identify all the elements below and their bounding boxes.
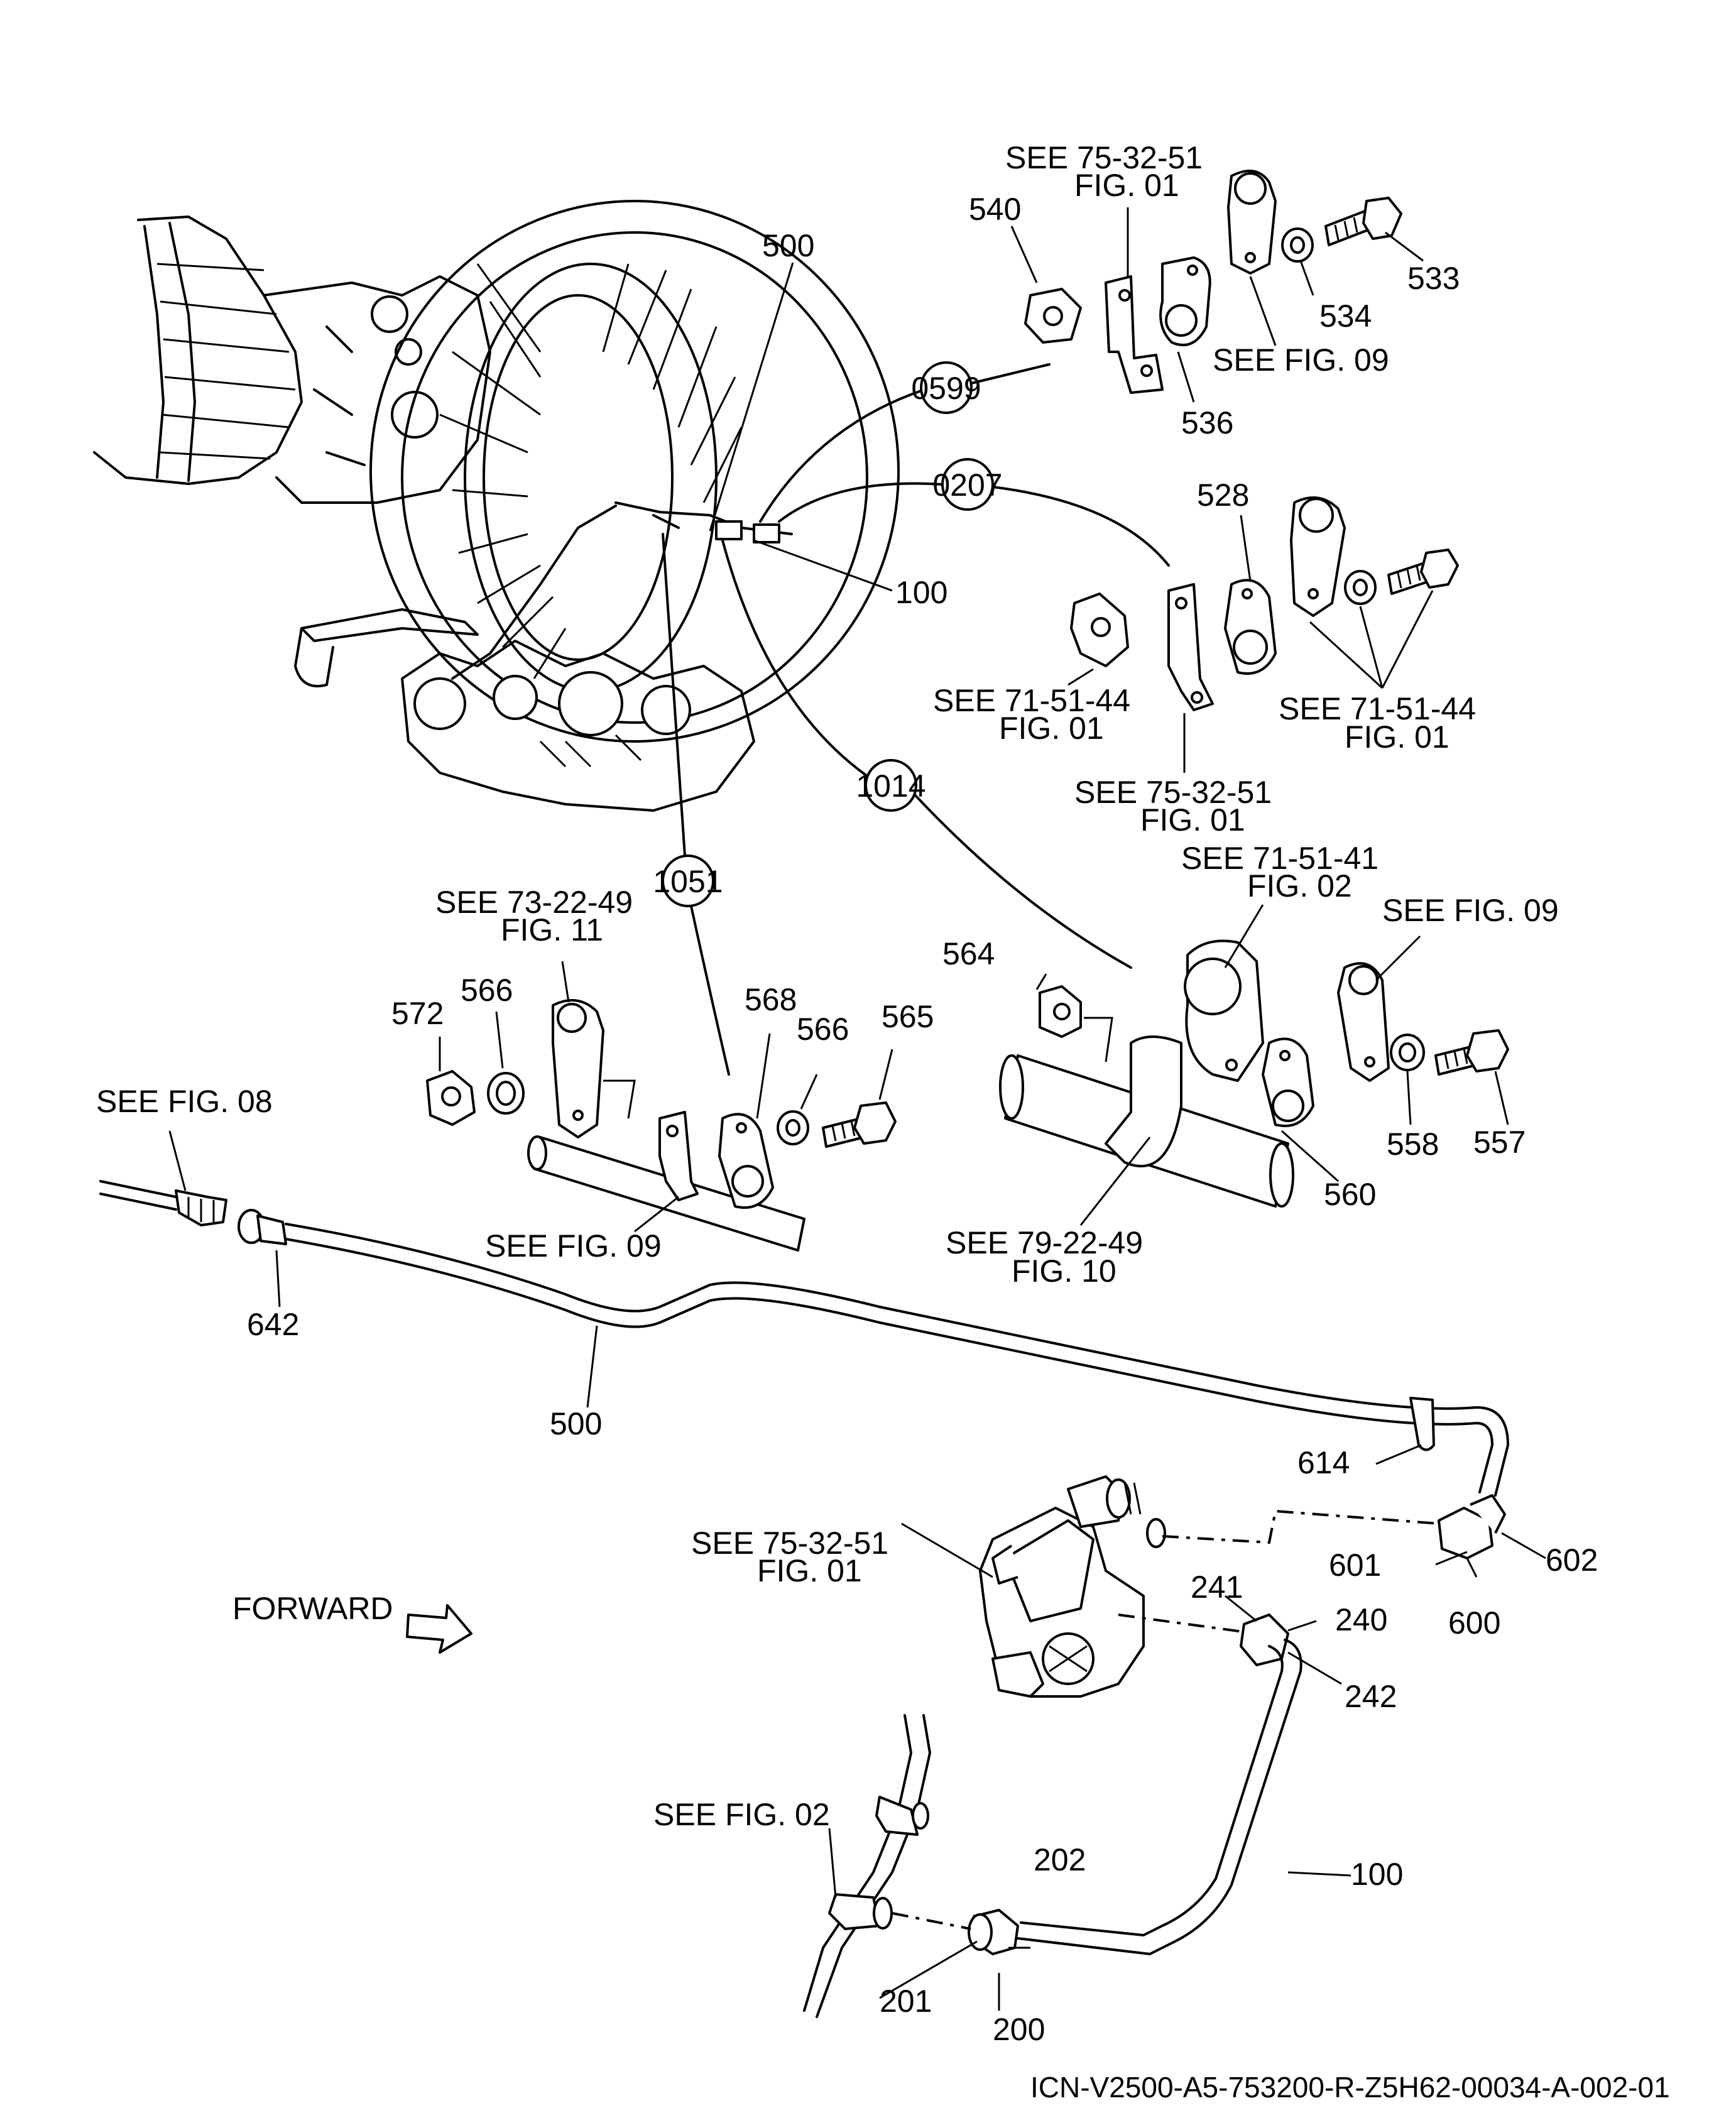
part-100-top: 100 xyxy=(895,575,947,610)
ref-79-22-49-l1: SEE 79-22-49 xyxy=(946,1225,1143,1260)
part-601: 601 xyxy=(1329,1548,1381,1583)
ref-71-51-44-b-l1: SEE 71-51-44 xyxy=(1279,691,1476,726)
fuel-line-tee xyxy=(803,1714,931,2018)
cluster-a xyxy=(1024,170,1402,394)
icn-code: ICN-V2500-A5-753200-R-Z5H62-00034-A-002-… xyxy=(1030,2071,1670,2104)
cluster-d xyxy=(999,939,1509,1208)
part-566-a: 566 xyxy=(461,973,513,1008)
part-528: 528 xyxy=(1197,478,1249,513)
ref-73-22-49-l2: FIG. 11 xyxy=(501,912,603,947)
ref-fig09-c: SEE FIG. 09 xyxy=(485,1228,662,1264)
svg-text:0207: 0207 xyxy=(932,467,1002,503)
part-560: 560 xyxy=(1324,1177,1376,1212)
ref-71-51-44-a-l1: SEE 71-51-44 xyxy=(933,683,1130,718)
callout-1014: 1014 xyxy=(856,759,926,812)
part-536: 536 xyxy=(1181,405,1233,440)
callout-1051: 1051 xyxy=(653,854,723,907)
ref-75-32-51-b-l1: SEE 75-32-51 xyxy=(1074,775,1272,810)
valve-assembly xyxy=(979,1475,1166,1698)
ref-73-22-49-l1: SEE 73-22-49 xyxy=(435,885,633,920)
part-572: 572 xyxy=(391,996,444,1031)
part-540: 540 xyxy=(969,192,1021,227)
part-202: 202 xyxy=(1034,1842,1086,1877)
part-558: 558 xyxy=(1387,1127,1439,1162)
part-565: 565 xyxy=(882,999,934,1034)
leader-0599 xyxy=(759,390,922,523)
ref-75-32-51-a-l1: SEE 75-32-51 xyxy=(1005,140,1203,175)
part-564: 564 xyxy=(942,936,995,971)
ref-75-32-51-c-l2: FIG. 01 xyxy=(757,1553,862,1588)
ref-71-51-41-l2: FIG. 02 xyxy=(1247,868,1352,904)
part-201: 201 xyxy=(880,1984,932,2019)
ref-75-32-51-b-l2: FIG. 01 xyxy=(1140,802,1245,838)
ref-71-51-44-a-l2: FIG. 01 xyxy=(999,711,1104,746)
part-557: 557 xyxy=(1473,1125,1526,1160)
forward-label: FORWARD xyxy=(232,1591,393,1626)
part-600: 600 xyxy=(1448,1605,1500,1641)
part-500-top: 500 xyxy=(762,228,814,263)
part-100-bottom: 100 xyxy=(1351,1857,1403,1892)
part-240: 240 xyxy=(1335,1602,1387,1637)
part-242: 242 xyxy=(1345,1679,1397,1714)
ref-fig09-b: SEE FIG. 09 xyxy=(1382,893,1559,928)
cluster-b xyxy=(1070,496,1459,711)
part-533: 533 xyxy=(1407,261,1460,296)
part-500-bottom: 500 xyxy=(550,1406,602,1441)
part-200: 200 xyxy=(993,2012,1045,2047)
forward-arrow-icon xyxy=(406,1604,472,1654)
ref-75-32-51-a-l2: FIG. 01 xyxy=(1074,168,1179,203)
cluster-c xyxy=(426,999,897,1252)
ref-fig02: SEE FIG. 02 xyxy=(653,1797,830,1832)
ref-79-22-49-l2: FIG. 10 xyxy=(1012,1253,1116,1289)
engine-illustration xyxy=(93,200,900,812)
part-241: 241 xyxy=(1191,1570,1243,1605)
ref-71-51-44-b-l2: FIG. 01 xyxy=(1345,719,1449,755)
part-642: 642 xyxy=(247,1307,299,1342)
callout-0599: 0599 xyxy=(911,361,981,414)
part-568: 568 xyxy=(745,982,797,1017)
svg-text:1051: 1051 xyxy=(653,864,723,899)
part-602: 602 xyxy=(1546,1542,1598,1578)
part-566-b: 566 xyxy=(797,1012,849,1047)
tube-100 xyxy=(968,1613,1302,1955)
ref-fig09-a: SEE FIG. 09 xyxy=(1213,342,1389,378)
ref-75-32-51-c-l1: SEE 75-32-51 xyxy=(691,1526,888,1561)
svg-text:0599: 0599 xyxy=(911,371,981,406)
part-534: 534 xyxy=(1319,298,1372,334)
tube-500 xyxy=(99,1180,1509,1559)
ref-71-51-41-l1: SEE 71-51-41 xyxy=(1181,841,1378,876)
ref-fig08: SEE FIG. 08 xyxy=(96,1084,273,1119)
svg-text:1014: 1014 xyxy=(856,768,925,804)
part-614: 614 xyxy=(1297,1445,1350,1480)
